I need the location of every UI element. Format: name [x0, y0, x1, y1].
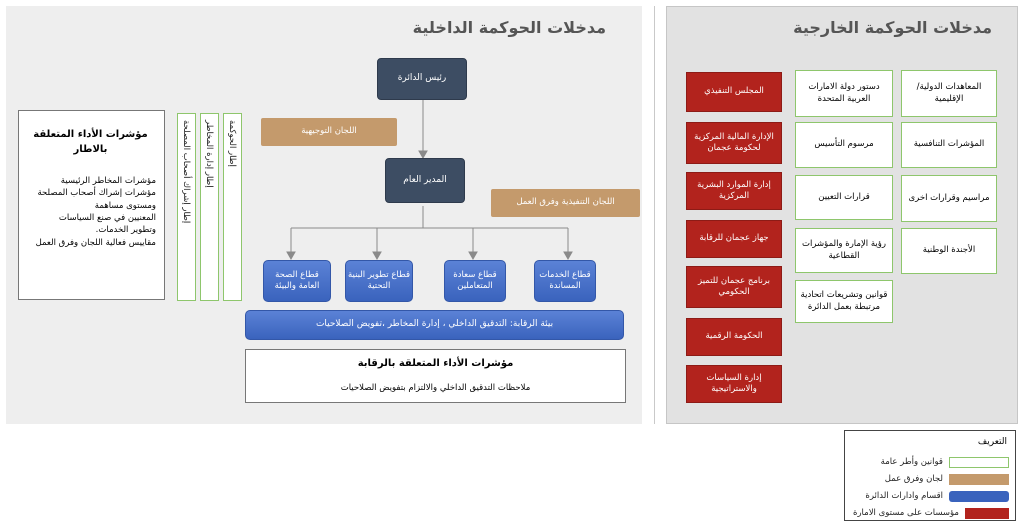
ext-appointment-decisions: قرارات التعيين: [795, 175, 893, 220]
ext-emirate-vision: رؤية الإمارة والمؤشرات القطاعية: [795, 228, 893, 273]
framework-kpis-list: مؤشرات المخاطر الرئيسية مؤشرات إشراك أصح…: [23, 175, 156, 249]
framework-stakeholders-label: إطار إشراك أصحاب المصلحة: [181, 120, 191, 224]
legend-swatch-tan: [949, 473, 1009, 485]
framework-kpi-item: المعنيين في صنع السياسات: [58, 212, 156, 223]
sector-infrastructure: قطاع تطوير البنية التحتية: [345, 260, 413, 302]
sector-support-services: قطاع الخدمات المساندة: [534, 260, 596, 302]
legend-label: مؤسسات على مستوى الامارة: [853, 508, 959, 518]
executive-committees-box: اللجان التنفيذية وفرق العمل: [491, 189, 640, 217]
control-kpis-body: ملاحظات التدقيق الداخلي والالتزام بتفويض…: [340, 383, 531, 394]
legend-item: قوانين وأطر عامة: [853, 456, 1009, 468]
legend-item: لجان وفرق عمل: [853, 473, 1009, 485]
control-kpis-title: مؤشرات الأداء المتعلقة بالرقابة: [357, 357, 514, 369]
ext-digital-government: الحكومة الرقمية: [686, 318, 782, 356]
framework-kpi-item: مؤشرات إشراك أصحاب المصلحة: [37, 188, 156, 199]
department-head-box: رئيس الدائرة: [377, 58, 467, 100]
framework-kpi-item: مؤشرات المخاطر الرئيسية: [60, 176, 156, 186]
legend-label: اقسام وادارات الدائرة: [865, 491, 943, 501]
internal-title: مدخلات الحوكمة الداخلية: [412, 18, 606, 37]
legend-swatch-red: [964, 507, 1009, 519]
legend: التعريف قوانين وأطر عامة لجان وفرق عمل ا…: [844, 430, 1016, 521]
framework-governance-label: إطار الحوكمة: [227, 120, 237, 167]
ext-excellence-program: برنامج عجمان للتميز الحكومي: [686, 266, 782, 308]
sector-customer-happiness: قطاع سعادة المتعاملين: [444, 260, 506, 302]
panel-divider: [654, 6, 655, 424]
ext-audit-authority: جهاز عجمان للرقابة: [686, 220, 782, 258]
framework-kpis-title: مؤشرات الأداء المتعلقة بالاطار: [33, 129, 148, 155]
general-manager-box: المدير العام: [385, 158, 465, 203]
control-environment-bar: بيئة الرقابة: التدقيق الداخلي ، إدارة ال…: [245, 310, 624, 340]
legend-label: لجان وفرق عمل: [884, 474, 943, 484]
control-kpis-box: مؤشرات الأداء المتعلقة بالرقابة ملاحظات …: [245, 349, 626, 403]
steering-committees-box: اللجان التوجيهية: [261, 118, 397, 146]
ext-executive-council: المجلس التنفيذي: [686, 72, 782, 112]
ext-other-decrees: مراسيم وقرارات اخرى: [901, 175, 997, 222]
sector-public-health: قطاع الصحة العامة والبيئة: [263, 260, 331, 302]
legend-title: التعريف: [977, 437, 1007, 447]
framework-risk-label: إطار إدارة المخاطر: [204, 120, 214, 188]
framework-kpis-box: مؤشرات الأداء المتعلقة بالاطار مؤشرات ال…: [18, 110, 165, 300]
ext-policy-strategy: إدارة السياسات والاستراتيجية: [686, 365, 782, 403]
framework-governance: إطار الحوكمة: [223, 113, 242, 301]
ext-finance-department: الإدارة المالية المركزية لحكومة عجمان: [686, 122, 782, 164]
legend-item: مؤسسات على مستوى الامارة: [853, 507, 1009, 519]
framework-kpi-item: ومستوى مساهمة: [94, 200, 156, 211]
ext-competitiveness: المؤشرات التنافسية: [901, 122, 997, 168]
legend-item: اقسام وادارات الدائرة: [853, 490, 1009, 502]
framework-risk-management: إطار إدارة المخاطر: [200, 113, 219, 301]
ext-national-agenda: الأجندة الوطنية: [901, 228, 997, 274]
ext-treaties: المعاهدات الدولية/الإقليمية: [901, 70, 997, 117]
framework-stakeholders: إطار إشراك أصحاب المصلحة: [177, 113, 196, 301]
ext-federal-laws: قوانين وتشريعات اتحادية مرتبطة بعمل الدا…: [795, 280, 893, 323]
ext-founding-decree: مرسوم التأسيس: [795, 122, 893, 168]
ext-hr-department: إدارة الموارد البشرية المركزية: [686, 172, 782, 210]
legend-label: قوانين وأطر عامة: [880, 457, 943, 467]
legend-swatch-green: [949, 456, 1009, 468]
framework-kpi-item: وتطوير الخدمات.: [95, 225, 156, 236]
arrowhead-gm: [418, 150, 428, 160]
legend-swatch-blue: [949, 490, 1009, 502]
framework-kpi-item: مقاييس فعالية اللجان وفرق العمل: [35, 237, 156, 248]
external-title: مدخلات الحوكمة الخارجية: [793, 18, 992, 37]
ext-constitution: دستور دولة الامارات العربية المتحدة: [795, 70, 893, 117]
